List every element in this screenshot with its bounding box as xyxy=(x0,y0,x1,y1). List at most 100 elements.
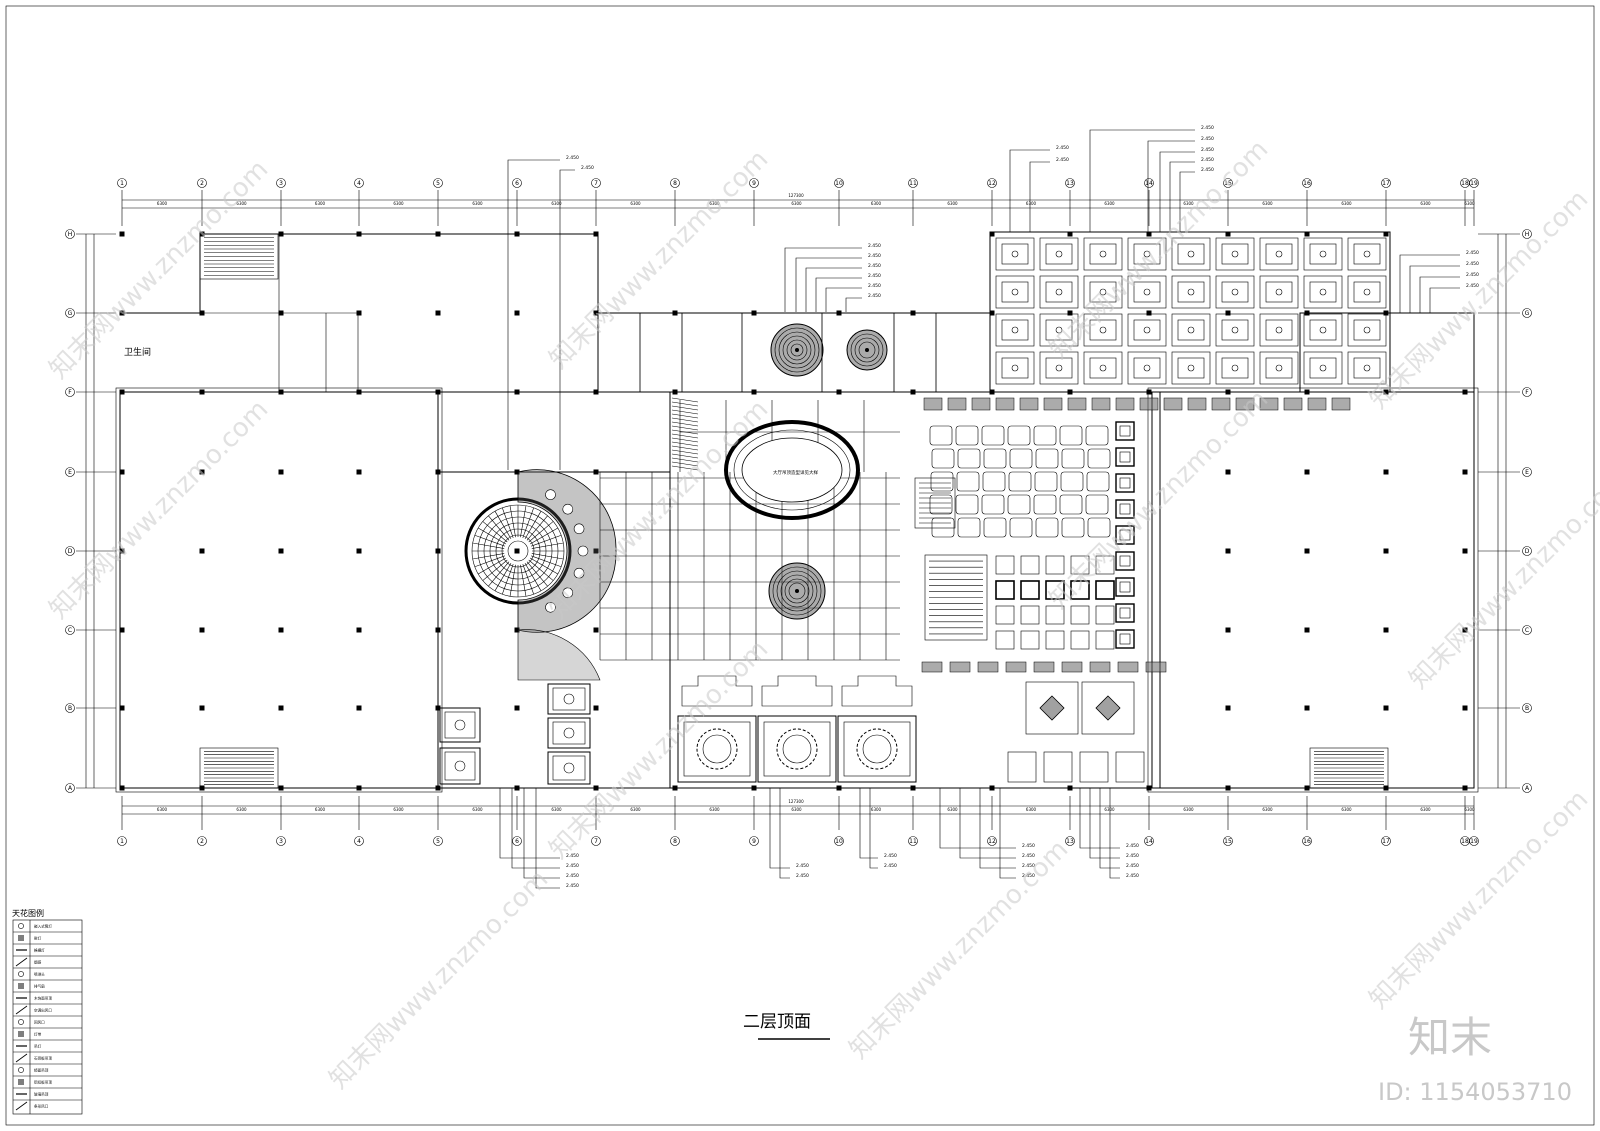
tag-leader xyxy=(499,788,560,859)
tag-leader xyxy=(1109,788,1120,879)
tag-leader xyxy=(523,788,560,879)
se-room xyxy=(1079,751,1109,783)
guest-room-ceiling xyxy=(995,351,1035,385)
tag-leader xyxy=(535,788,560,889)
aluminum-ceiling-icon xyxy=(18,1079,24,1085)
column xyxy=(119,231,125,237)
guest-room-inner xyxy=(1001,281,1029,303)
guest-room-light xyxy=(1143,326,1151,334)
dimension-text: 6300 xyxy=(393,807,404,812)
sprinkler-icon-shape xyxy=(18,971,24,977)
watermark-text: 知末网www.znzmo.com xyxy=(1044,134,1275,365)
axis-bubble-circle xyxy=(1522,308,1532,318)
dimension-text: 6300 xyxy=(393,201,404,206)
pilaster-box-inner xyxy=(1119,633,1131,645)
wall-hatch xyxy=(671,441,699,447)
grid-box xyxy=(995,630,1015,650)
room-cell xyxy=(639,312,683,393)
guest-room-light xyxy=(1099,364,1107,372)
axis-bubble-label: 7 xyxy=(594,838,598,845)
column xyxy=(1462,627,1468,633)
corridor-tile xyxy=(1187,397,1207,411)
axis-bubble-circle xyxy=(1065,836,1075,846)
axis-bubble-circle xyxy=(197,836,207,846)
axis-bubble-label: C xyxy=(68,627,72,634)
axis-bubble-col: 5 xyxy=(433,178,443,188)
elevation-tag-text: 2.450 xyxy=(1022,853,1035,859)
guest-room-inner xyxy=(1177,281,1205,303)
rotunda-rib xyxy=(474,534,505,547)
guest-room-light xyxy=(1099,326,1107,334)
grid-box xyxy=(1070,630,1090,650)
wall-hatch xyxy=(671,453,699,459)
guest-room-ceiling xyxy=(1171,237,1211,271)
rotunda-rib xyxy=(531,553,564,560)
rotunda-rib xyxy=(520,505,527,538)
axis-bubble-circle xyxy=(987,836,997,846)
axis-bubble-circle xyxy=(65,387,75,397)
watermark-text: 知末网www.znzmo.com xyxy=(544,144,775,375)
column xyxy=(1067,785,1073,791)
guest-room-light xyxy=(1055,326,1063,334)
axis-bubble-circle xyxy=(1302,178,1312,188)
pilaster-box-inner xyxy=(1119,607,1131,619)
legend-label: 条形风口 xyxy=(34,1104,49,1109)
guest-room-inner xyxy=(1265,243,1293,265)
grid-box xyxy=(1070,580,1090,600)
column xyxy=(435,785,441,791)
corridor-tile xyxy=(1163,397,1183,411)
legend-label: 排气扇 xyxy=(34,984,45,989)
column xyxy=(435,389,441,395)
grid-box xyxy=(1070,555,1090,575)
air-outlet-icon xyxy=(15,1005,28,1015)
elevation-tag-text: 2.450 xyxy=(1126,863,1139,869)
column xyxy=(514,389,520,395)
axis-bubble-label: B xyxy=(1525,705,1529,712)
axis-bubble-circle xyxy=(670,836,680,846)
wall-hatch xyxy=(671,397,699,403)
axis-bubble-col: 4 xyxy=(354,178,364,188)
guest-room-light xyxy=(1011,364,1019,372)
guest-room-inner xyxy=(1221,243,1249,265)
stone-pattern-cell xyxy=(1061,517,1085,538)
axis-bubble-col: 14 xyxy=(1144,178,1154,188)
dimension-text: 6300 xyxy=(791,807,802,812)
stone-pattern-cell xyxy=(957,448,981,469)
guest-room-light xyxy=(1187,250,1195,258)
axis-bubble-col: 12 xyxy=(987,178,997,188)
axis-bubble-label: 7 xyxy=(594,180,598,187)
elevation-tag-text: 2.450 xyxy=(796,873,809,879)
rotunda-rib xyxy=(509,564,516,597)
axis-bubble-circle xyxy=(197,178,207,188)
axis-bubble-label: 2 xyxy=(200,180,204,187)
dimension-text: 6300 xyxy=(1464,201,1475,206)
north-east-block xyxy=(989,231,1391,393)
guest-room-ceiling xyxy=(1259,313,1299,347)
axis-bubble-col: 11 xyxy=(908,178,918,188)
axis-bubble-circle xyxy=(1223,178,1233,188)
stone-pattern-cell xyxy=(1059,494,1083,515)
guest-room-inner xyxy=(1177,243,1205,265)
axis-bubble-circle xyxy=(670,178,680,188)
column xyxy=(1462,548,1468,554)
tag-leader xyxy=(1179,171,1195,232)
guest-room-light xyxy=(1187,364,1195,372)
axis-bubble-label: 3 xyxy=(279,180,283,187)
axis-bubble-label: 8 xyxy=(673,180,677,187)
pilaster-box xyxy=(1115,603,1135,623)
pilaster-box xyxy=(1115,525,1135,545)
column xyxy=(119,548,125,554)
column xyxy=(119,785,125,791)
rotunda-rib xyxy=(509,505,516,538)
small-room-light xyxy=(563,727,575,739)
axis-bubble-label: 10 xyxy=(835,180,843,187)
small-room-inner xyxy=(552,755,586,781)
axis-bubble-col: 7 xyxy=(591,178,601,188)
guest-room-ceiling xyxy=(1215,351,1255,385)
elevation-tag-text: 2.450 xyxy=(868,283,881,289)
wall-hatch xyxy=(671,421,699,427)
axis-bubble-label: 6 xyxy=(515,838,519,845)
axis-bubble-label: 11 xyxy=(909,180,917,187)
wall-hatch xyxy=(671,405,699,411)
rotunda-rib xyxy=(478,527,507,545)
